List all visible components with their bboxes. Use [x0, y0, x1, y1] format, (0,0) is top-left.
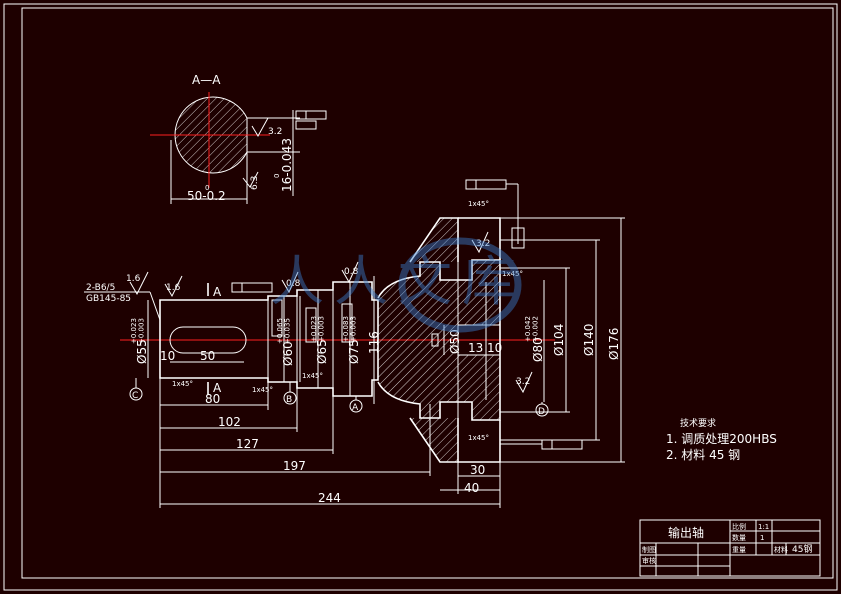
- keyway-note-1: 2-B6/5: [86, 283, 115, 293]
- tb-draw-label: 制图: [642, 545, 656, 554]
- section-rough-2: 6.3: [250, 176, 260, 190]
- tb-check-label: 审核: [642, 556, 656, 565]
- dim-d60: Ø60: [281, 341, 295, 366]
- dim-d80: Ø80: [531, 337, 545, 362]
- tb-part-name: 输出轴: [668, 525, 704, 540]
- dim-d140: Ø140: [582, 324, 596, 356]
- tb-weight-label: 重量: [732, 546, 746, 554]
- datum-b: B: [286, 395, 292, 405]
- rough-0-8b: 0.8: [344, 267, 359, 277]
- dim-l102: 102: [218, 415, 241, 429]
- rough-3-2a: 3.2: [476, 239, 490, 249]
- section-rough-1: 3.2: [268, 127, 282, 137]
- dim-d65: Ø65: [315, 339, 329, 364]
- dim-116: 116: [367, 331, 381, 354]
- section-key-tol: 0: [273, 174, 281, 178]
- length-dims: 10 50 80 102 127 197 244 30 40 13 10: [159, 341, 502, 508]
- watermark: 人人文库: [270, 237, 526, 333]
- keyway-note-2: GB145-85: [86, 294, 131, 304]
- outer-border: [3, 3, 838, 591]
- cut-mark-bottom: A: [213, 381, 222, 395]
- roughness-symbols: 1.6 1.6 0.8 0.8 3.2 3.2: [126, 231, 533, 394]
- section-width-dim: 50-0.2: [187, 189, 226, 203]
- chamfer-notes: 1x45° 1x45° 1x45° 1x45° 1x45° 1x45°: [172, 200, 523, 442]
- section-cut-marks: A A: [207, 283, 222, 395]
- dim-l30: 30: [470, 463, 485, 477]
- section-title: A—A: [192, 73, 221, 87]
- dim-l13: 13: [468, 341, 483, 355]
- dim-d176: Ø176: [607, 328, 621, 360]
- watermark-text: 人人文库: [270, 250, 526, 313]
- tech-item-2: 2. 材料 45 钢: [666, 448, 740, 462]
- dim-d60-tol: +0.065+0.035: [276, 318, 292, 344]
- dim-l10: 10: [160, 349, 175, 363]
- dim-d65-tol: +0.023+0.003: [310, 316, 326, 342]
- chamfer-4: 1x45°: [468, 200, 489, 208]
- dim-d75: Ø75: [347, 339, 361, 364]
- rough-1-6a: 1.6: [126, 274, 141, 284]
- tolerance-frames: [231, 179, 583, 450]
- diameter-dims: Ø55 +0.023+0.003 Ø60 +0.065+0.035 Ø65 +0…: [130, 217, 625, 463]
- dim-l40: 40: [464, 481, 479, 495]
- datum-a: A: [352, 403, 359, 413]
- section-key-dim: 16-0.043: [280, 138, 294, 192]
- dim-d75-tol: +0.083+0.003: [342, 316, 358, 342]
- dim-d80-tol: +0.042+0.002: [524, 316, 540, 342]
- section-view-a-a: A—A 50-0.2 0 16-0.043 0 3.2 6.3: [150, 73, 327, 204]
- dim-l50: 50: [200, 349, 215, 363]
- chamfer-6: 1x45°: [468, 434, 489, 442]
- tb-qty-value: 1: [760, 534, 764, 542]
- dim-d104: Ø104: [552, 324, 566, 356]
- rough-1-6b: 1.6: [166, 283, 181, 293]
- chamfer-2: 1x45°: [252, 386, 273, 394]
- section-width-tol: 0: [205, 184, 209, 192]
- tb-material-label: 材料: [774, 545, 788, 554]
- dim-d55: Ø55: [135, 339, 149, 364]
- chamfer-1: 1x45°: [172, 380, 193, 388]
- tech-title: 技术要求: [680, 417, 716, 429]
- dim-l197: 197: [283, 459, 306, 473]
- tb-material-value: 45钢: [792, 543, 812, 555]
- dim-l244: 244: [318, 491, 341, 505]
- dim-l10b: 10: [487, 341, 502, 355]
- title-block: 输出轴 比例 1:1 数量 1 重量 材料 45钢 制图 审核: [639, 519, 821, 577]
- dim-l80: 80: [205, 392, 220, 406]
- dim-d50: Ø50: [448, 329, 462, 354]
- dim-l127: 127: [236, 437, 259, 451]
- cut-mark-top: A: [213, 285, 222, 299]
- dim-d55-tol: +0.023+0.003: [130, 318, 146, 344]
- rough-0-8a: 0.8: [286, 279, 301, 289]
- chamfer-5: 1x45°: [502, 270, 523, 278]
- tb-scale-value: 1:1: [758, 523, 769, 531]
- datum-d: D: [538, 407, 545, 417]
- rough-3-2b: 3.2: [516, 377, 530, 387]
- inner-border: [21, 7, 834, 579]
- datum-markers: C B A D: [129, 378, 549, 417]
- tech-item-1: 1. 调质处理200HBS: [666, 432, 777, 446]
- tb-qty-label: 数量: [732, 533, 746, 542]
- shaft-main-view: 2-B6/5 GB145-85: [84, 217, 555, 463]
- chamfer-3: 1x45°: [302, 372, 323, 380]
- datum-c: C: [132, 391, 138, 401]
- tb-scale-label: 比例: [732, 522, 746, 531]
- tech-requirements: 技术要求 1. 调质处理200HBS 2. 材料 45 钢: [666, 417, 777, 462]
